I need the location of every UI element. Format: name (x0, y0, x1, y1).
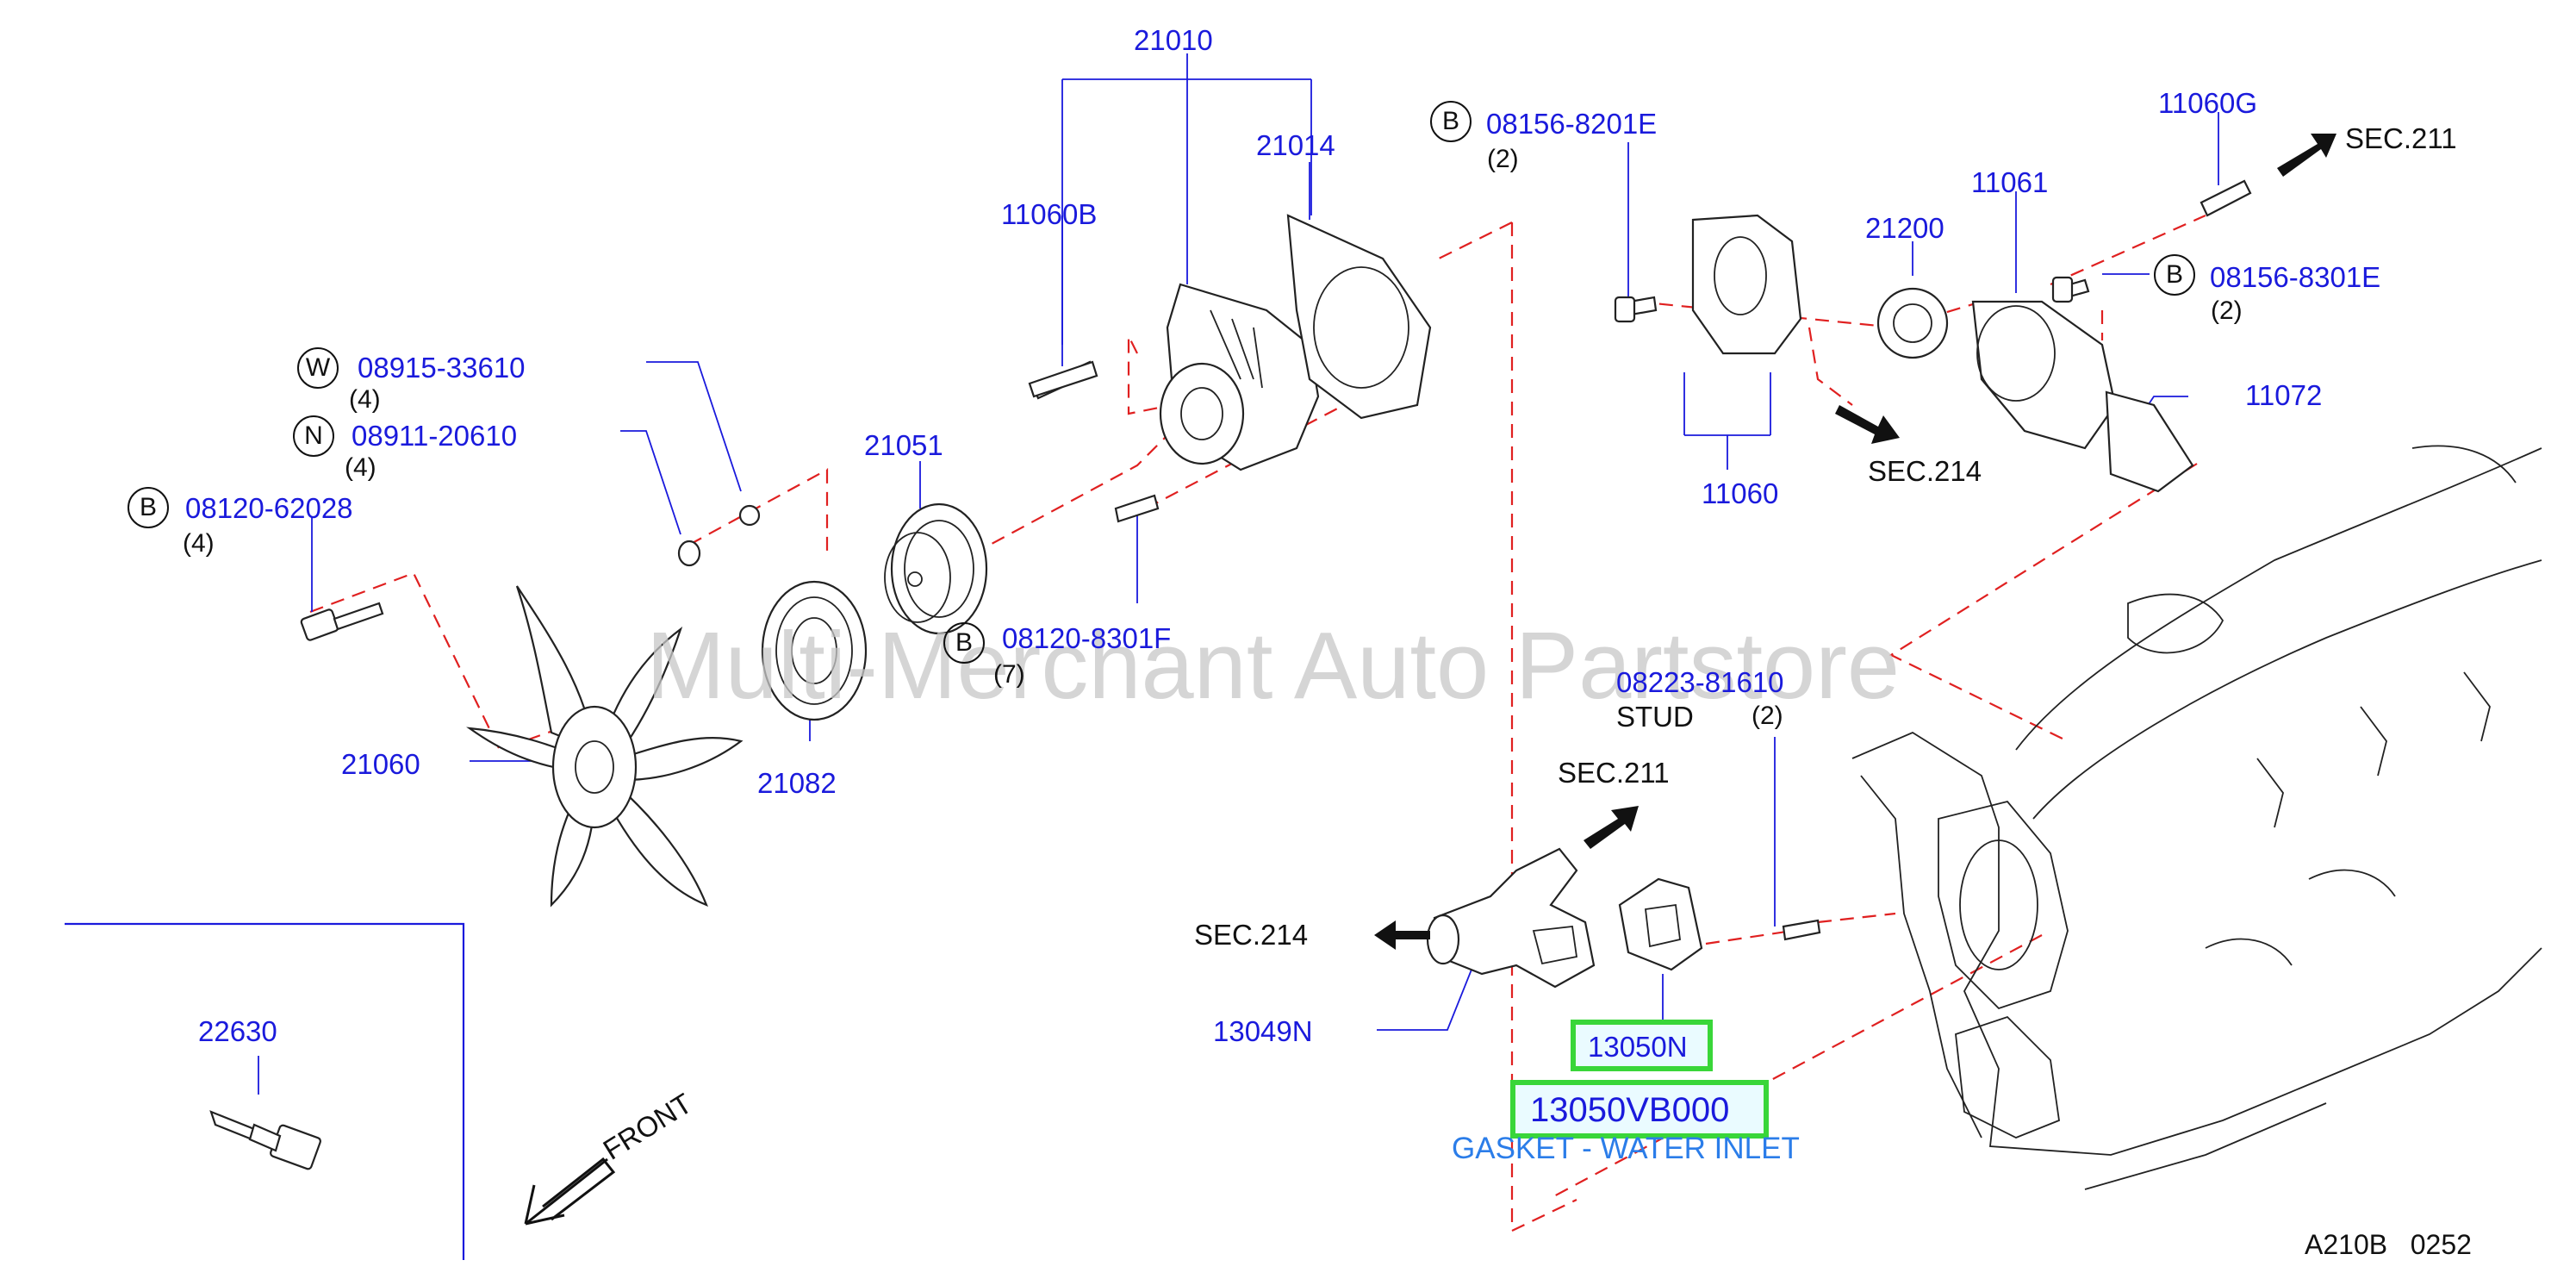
ref-sec211-top[interactable]: SEC.211 (2345, 122, 2457, 154)
label-08911-20610[interactable]: 08911-20610 (352, 420, 518, 452)
arrows (524, 134, 2336, 1226)
qty-08911-20610: (4) (345, 453, 376, 482)
badge-b-bolt-8301F: B (943, 622, 985, 664)
figure-reference: A210B 0252 (2305, 1229, 2472, 1260)
label-08156-8201E[interactable]: 08156-8201E (1486, 108, 1658, 140)
leader-lines (258, 53, 2219, 1095)
label-08223-81610[interactable]: 08223-81610 (1616, 666, 1784, 698)
label-11060[interactable]: 11060 (1702, 477, 1779, 509)
ref-sec211-mid[interactable]: SEC.211 (1558, 757, 1670, 789)
pulley-21051 (884, 502, 988, 635)
section-box (65, 922, 465, 1260)
engine-block (1851, 445, 2542, 1190)
label-stud: STUD (1616, 701, 1694, 733)
label-11072[interactable]: 11072 (2245, 379, 2323, 411)
label-21051[interactable]: 21051 (864, 429, 943, 461)
label-08156-8301E[interactable]: 08156-8301E (2210, 261, 2381, 293)
qty-08120-62028: (4) (183, 529, 215, 558)
label-21060[interactable]: 21060 (341, 748, 420, 780)
highlight-13050N (1571, 1020, 1713, 1071)
label-11060B[interactable]: 11060B (1001, 198, 1098, 230)
ref-sec214-top[interactable]: SEC.214 (1868, 455, 1982, 487)
qty-08156-8201E: (2) (1487, 145, 1519, 173)
badge-b-bolt-8201E: B (1430, 101, 1472, 142)
studs (1028, 360, 1098, 398)
label-08915-33610[interactable]: 08915-33610 (358, 352, 526, 384)
ref-sec214-mid[interactable]: SEC.214 (1194, 919, 1309, 951)
label-13050N[interactable]: 13050N (1588, 1031, 1688, 1063)
label-08120-8301F[interactable]: 08120-8301F (1002, 622, 1172, 654)
qty-08120-8301F: (7) (993, 660, 1025, 689)
badge-w-washer: W (297, 347, 339, 389)
qty-08156-8301E: (2) (2211, 296, 2243, 325)
gasket-13050N (1618, 877, 1703, 971)
arrow-sec211-top (2277, 134, 2336, 177)
label-21010[interactable]: 21010 (1134, 24, 1213, 56)
badge-b-bolt-8301E: B (2154, 254, 2195, 296)
label-21200[interactable]: 21200 (1865, 212, 1944, 244)
qty-08223-81610: (2) (1752, 702, 1783, 730)
label-22630[interactable]: 22630 (198, 1015, 277, 1047)
arrow-sec211-mid (1584, 806, 1639, 849)
gasket-description: GASKET - WATER INLET (1452, 1132, 1800, 1165)
label-08120-62028[interactable]: 08120-62028 (185, 492, 353, 524)
label-11060G[interactable]: 11060G (2158, 87, 2257, 119)
label-21082[interactable]: 21082 (757, 767, 837, 799)
sensor-22630 (209, 1110, 321, 1170)
thermostat-housing (1691, 214, 2194, 493)
label-21014[interactable]: 21014 (1256, 129, 1335, 161)
arrow-sec214-top (1835, 405, 1900, 444)
water-pump-21010 (1159, 283, 1320, 471)
fan-21060 (466, 585, 744, 908)
highlight-13050VB000 (1510, 1080, 1769, 1139)
label-13049N[interactable]: 13049N (1213, 1015, 1313, 1047)
label-11061[interactable]: 11061 (1971, 166, 2049, 198)
fan-clutch-21082 (761, 580, 868, 721)
badge-n-nut: N (293, 415, 334, 457)
gasket-21014 (1286, 214, 1432, 420)
water-inlet-13049N (1426, 847, 1596, 989)
label-13050VB000[interactable]: 13050VB000 (1530, 1091, 1730, 1129)
front-arrow-icon (524, 1157, 616, 1226)
qty-08915-33610: (4) (349, 385, 381, 414)
arrow-sec214-mid (1374, 920, 1430, 950)
badge-b-bolt-62028: B (128, 487, 169, 528)
